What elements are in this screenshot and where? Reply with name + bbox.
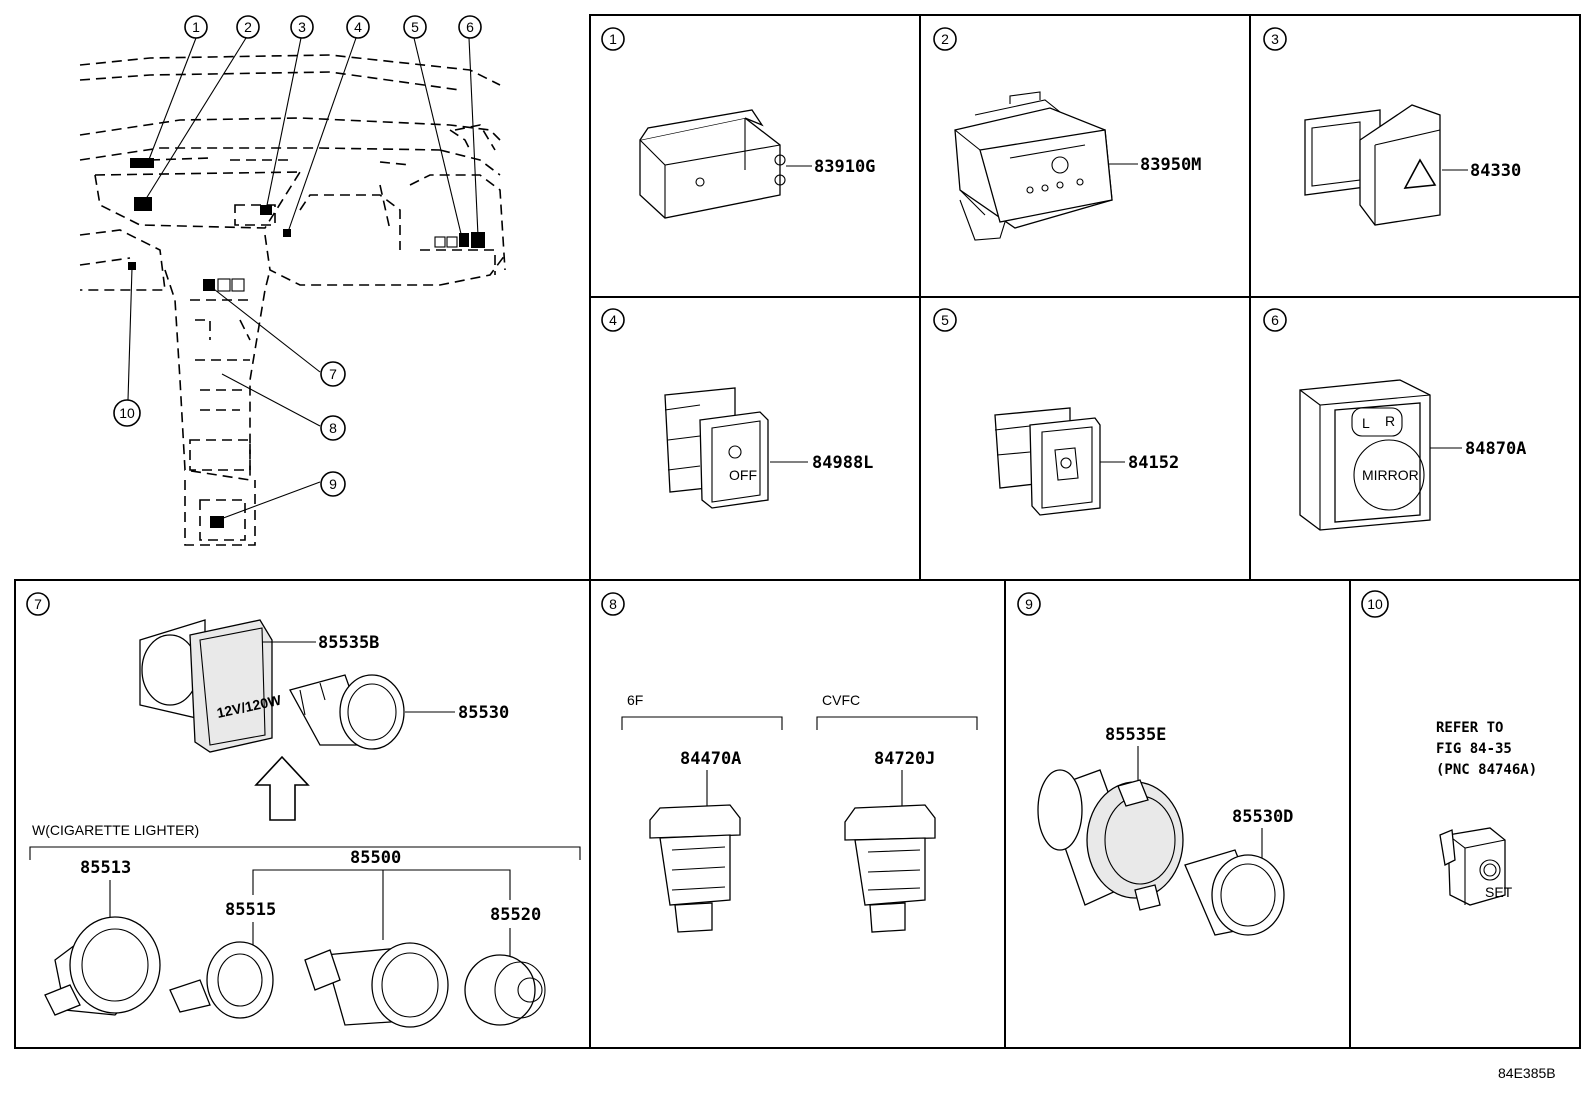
- svg-text:3: 3: [1271, 31, 1279, 47]
- dashboard-overview: [79, 54, 506, 546]
- svg-text:7: 7: [34, 596, 42, 612]
- part-number-85500: 85500: [350, 848, 401, 868]
- hazard-switch-84330: [1304, 104, 1441, 226]
- overview-callout-10: 10: [113, 399, 141, 427]
- switch-84720j: [844, 804, 936, 933]
- svg-text:2: 2: [244, 19, 252, 35]
- part-number-84720j: 84720J: [874, 749, 935, 769]
- panel-borders: [14, 14, 1581, 1049]
- svg-text:9: 9: [1025, 596, 1033, 612]
- plug-85520: [464, 954, 546, 1026]
- svg-text:SET: SET: [1485, 884, 1513, 900]
- part-number-84152: 84152: [1128, 453, 1179, 473]
- part-number-84470a: 84470A: [680, 749, 741, 769]
- svg-text:10: 10: [1367, 596, 1383, 612]
- svg-text:10: 10: [119, 405, 135, 421]
- refer-note-line-3: (PNC 84746A): [1436, 762, 1537, 778]
- svg-text:8: 8: [329, 420, 337, 436]
- overview-callout-7: 7: [320, 361, 346, 387]
- overview-callout-2: 2: [236, 15, 260, 39]
- switch-84470a: [649, 804, 741, 933]
- ring-85513: [44, 916, 161, 1016]
- part-number-83910g: 83910G: [814, 157, 875, 177]
- overview-callout-3: 3: [290, 15, 314, 39]
- svg-text:7: 7: [329, 366, 337, 382]
- svg-text:MIRROR: MIRROR: [1362, 467, 1419, 483]
- svg-text:1: 1: [609, 31, 617, 47]
- panel-10: 10 REFER TO FIG 84-35 (PNC 84746A) SET: [1361, 590, 1537, 906]
- refer-note-line-1: REFER TO: [1436, 720, 1503, 736]
- svg-text:1: 1: [192, 19, 200, 35]
- part-number-85530d: 85530D: [1232, 807, 1293, 827]
- part-number-85515: 85515: [225, 900, 276, 920]
- svg-text:6: 6: [1271, 312, 1279, 328]
- overview-callout-6: 6: [458, 15, 482, 39]
- set-switch-84746a: SET: [1439, 827, 1513, 906]
- switch-83910g: [639, 109, 786, 219]
- part-number-84988l: 84988L: [812, 453, 873, 473]
- hazard-triangle-icon: [1403, 158, 1437, 189]
- svg-text:2: 2: [941, 31, 949, 47]
- svg-text:9: 9: [329, 476, 337, 492]
- part-number-85535e: 85535E: [1105, 725, 1166, 745]
- svg-text:3: 3: [298, 19, 306, 35]
- switch-84988l: OFF: [664, 387, 769, 509]
- part-number-85520: 85520: [490, 905, 541, 925]
- figure-code: 84E385B: [1498, 1065, 1556, 1081]
- panel-4: 4 OFF 84988L: [601, 308, 873, 509]
- svg-text:5: 5: [411, 19, 419, 35]
- switch-83950m: [954, 91, 1113, 241]
- cigarette-lighter-label: W(CIGARETTE LIGHTER): [32, 822, 199, 838]
- part-number-85535b: 85535B: [318, 633, 379, 653]
- panel-7: 7 12V/120W 85535B 85530 W(CIGARETTE LIGH…: [26, 592, 581, 1028]
- power-outlet-85535b: 12V/120W: [139, 619, 283, 753]
- panel-5: 5 84152: [933, 308, 1179, 516]
- panel-3: 3 84330: [1263, 27, 1521, 226]
- socket-85530: [289, 674, 405, 750]
- switch-84152: [994, 407, 1101, 516]
- variant-label-6f: 6F: [627, 692, 643, 708]
- refer-note-line-2: FIG 84-35: [1436, 741, 1512, 757]
- svg-text:6: 6: [466, 19, 474, 35]
- power-outlet-85535e: [1037, 769, 1184, 911]
- up-arrow-icon: [254, 755, 310, 821]
- svg-text:L: L: [1362, 415, 1370, 431]
- socket-85500: [304, 942, 449, 1028]
- svg-text:4: 4: [354, 19, 362, 35]
- overview-callout-9: 9: [320, 471, 346, 497]
- panel-1: 1 83910G: [601, 27, 875, 219]
- panel-6: 6 L R MIRROR 84870A: [1263, 308, 1526, 531]
- variant-label-cvfc: CVFC: [822, 692, 860, 708]
- socket-85530d: [1184, 849, 1285, 936]
- overview-leader-lines: [127, 37, 479, 521]
- svg-text:8: 8: [609, 596, 617, 612]
- panel-2: 2 83950M: [933, 27, 1201, 241]
- part-number-85530: 85530: [458, 703, 509, 723]
- part-number-83950m: 83950M: [1140, 155, 1201, 175]
- overview-callout-4: 4: [346, 15, 370, 39]
- ring-85515: [169, 941, 274, 1019]
- panel-8: 8 6F CVFC 84470A 84720J: [601, 592, 978, 933]
- svg-text:5: 5: [941, 312, 949, 328]
- svg-text:4: 4: [609, 312, 617, 328]
- overview-callout-5: 5: [403, 15, 427, 39]
- svg-text:OFF: OFF: [729, 467, 757, 483]
- overview-callout-1: 1: [184, 15, 208, 39]
- mirror-switch-84870a: L R MIRROR: [1299, 379, 1431, 531]
- part-number-84330: 84330: [1470, 161, 1521, 181]
- part-number-84870a: 84870A: [1465, 439, 1526, 459]
- panel-9: 9 85535E 85530D: [1017, 592, 1293, 936]
- overview-callout-8: 8: [320, 415, 346, 441]
- svg-text:R: R: [1385, 413, 1395, 429]
- part-number-85513: 85513: [80, 858, 131, 878]
